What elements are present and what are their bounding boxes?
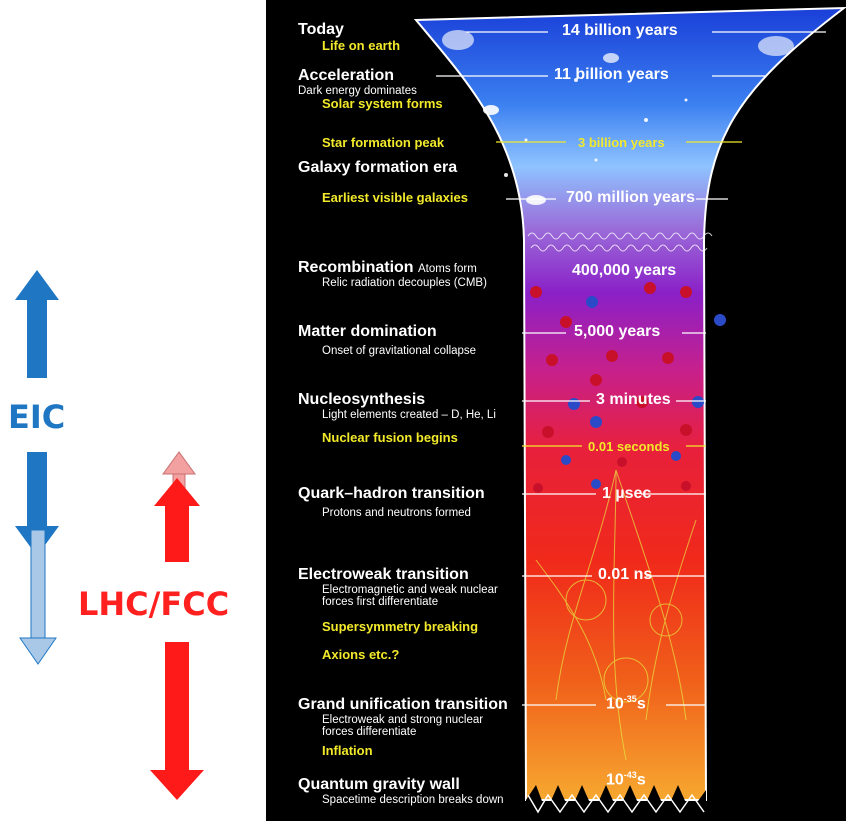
era-title: Recombination [298, 259, 414, 276]
reach-arrows [15, 270, 204, 800]
era-acceleration: Acceleration Dark energy dominates Solar… [298, 67, 443, 111]
era-subtitle-2: forces first differentiate [322, 595, 439, 608]
era-electroweak: Electroweak transition Electromagnetic a… [298, 566, 498, 662]
timestamp-base: 10 [606, 771, 624, 789]
timestamp-3-minutes: 3 minutes [596, 391, 671, 408]
lhc-fcc-label: LHC/FCC [78, 585, 230, 623]
era-note-2: Axions etc.? [322, 646, 400, 662]
era-note: Solar system forms [322, 95, 443, 111]
era-today: Today Life on earth [298, 21, 401, 53]
era-title: Electroweak transition [298, 566, 469, 583]
timeline-lines [436, 31, 826, 706]
eic-up-arrow [15, 270, 59, 378]
accelerator-reach-panel: EIC LHC/FCC [0, 0, 266, 821]
timestamp-base: 10 [606, 695, 624, 713]
era-subtitle: Electromagnetic and weak nuclear [322, 583, 498, 596]
timestamp-0.01-seconds: 0.01 seconds [588, 439, 670, 454]
jagged-outline [527, 793, 705, 814]
era-star-formation: Star formation peak [298, 136, 444, 150]
timestamp-1-microsecond: 1 µsec [602, 485, 652, 502]
era-note: Supersymmetry breaking [322, 618, 479, 634]
era-title: Acceleration [298, 67, 395, 84]
timestamp-14-billion-years: 14 billion years [562, 22, 678, 39]
particle-tracks [535, 469, 697, 761]
era-note: Earliest visible galaxies [322, 189, 468, 205]
era-note: Life on earth [322, 37, 401, 53]
timestamp-5000-years: 5,000 years [574, 323, 661, 340]
era-title: Today [298, 21, 344, 38]
cosmic-history-panel: Today Life on earth Acceleration Dark en… [266, 0, 846, 821]
timestamp-10-43-s: 10-43s [606, 770, 646, 789]
timestamp-3-billion-years: 3 billion years [578, 135, 665, 150]
era-subtitle: Light elements created – D, He, Li [322, 408, 496, 421]
eic-faint-arrow [19, 529, 57, 665]
particles [530, 282, 726, 493]
era-title: Quark–hadron transition [298, 485, 485, 502]
era-title: Galaxy formation era [298, 159, 458, 176]
timestamp-10-35-s: 10-35s [606, 694, 646, 713]
timestamp-exponent: -35 [623, 694, 637, 704]
era-subtitle: Spacetime description breaks down [322, 793, 504, 806]
universe-funnel-graphic [413, 6, 846, 821]
era-title: Grand unification transition [298, 696, 508, 713]
funnel-shape [413, 6, 846, 801]
era-recombination: Recombination Atoms form Relic radiation… [298, 259, 487, 289]
lhc-down-arrow [150, 642, 204, 800]
era-title: Matter domination [298, 323, 437, 340]
era-note: Nuclear fusion begins [322, 429, 458, 445]
timestamp-0.01-ns: 0.01 ns [598, 566, 653, 583]
timestamp-11-billion-years: 11 billion years [554, 66, 669, 83]
era-title-sub: Atoms form [418, 263, 477, 275]
era-subtitle: Dark energy dominates [298, 84, 417, 97]
timestamp-unit: s [636, 771, 646, 789]
era-subtitle: Electroweak and strong nuclear [322, 713, 484, 726]
era-grand-unification: Grand unification transition Electroweak… [298, 696, 508, 758]
era-note: Star formation peak [322, 135, 445, 150]
galaxies [442, 30, 794, 205]
cmb-wave-lines [527, 232, 713, 252]
timeline-lines-yellow [496, 141, 742, 447]
era-subtitle-2: forces differentiate [322, 725, 417, 738]
era-quark-hadron: Quark–hadron transition Protons and neut… [298, 485, 485, 519]
era-note: Inflation [322, 742, 373, 758]
quantum-gravity-wall-edge [526, 785, 706, 821]
timestamp-exponent: -43 [623, 770, 637, 780]
era-title: Quantum gravity wall [298, 776, 460, 793]
era-subtitle: Protons and neutrons formed [322, 506, 471, 519]
era-quantum-gravity: Quantum gravity wall Spacetime descripti… [298, 776, 504, 806]
timestamp-700-million-years: 700 million years [566, 189, 695, 206]
lhc-up-arrow [154, 478, 200, 562]
timestamp-unit: s [636, 695, 646, 713]
era-nucleosynthesis: Nucleosynthesis Light elements created –… [298, 391, 496, 445]
era-galaxy-formation: Galaxy formation era Earliest visible ga… [298, 159, 468, 205]
era-matter-domination: Matter domination Onset of gravitational… [298, 323, 477, 357]
era-subtitle: Relic radiation decouples (CMB) [322, 276, 487, 289]
timestamp-400000-years: 400,000 years [572, 262, 677, 279]
era-subtitle: Onset of gravitational collapse [322, 344, 477, 357]
era-title: Nucleosynthesis [298, 391, 426, 408]
eic-label: EIC [8, 398, 66, 436]
